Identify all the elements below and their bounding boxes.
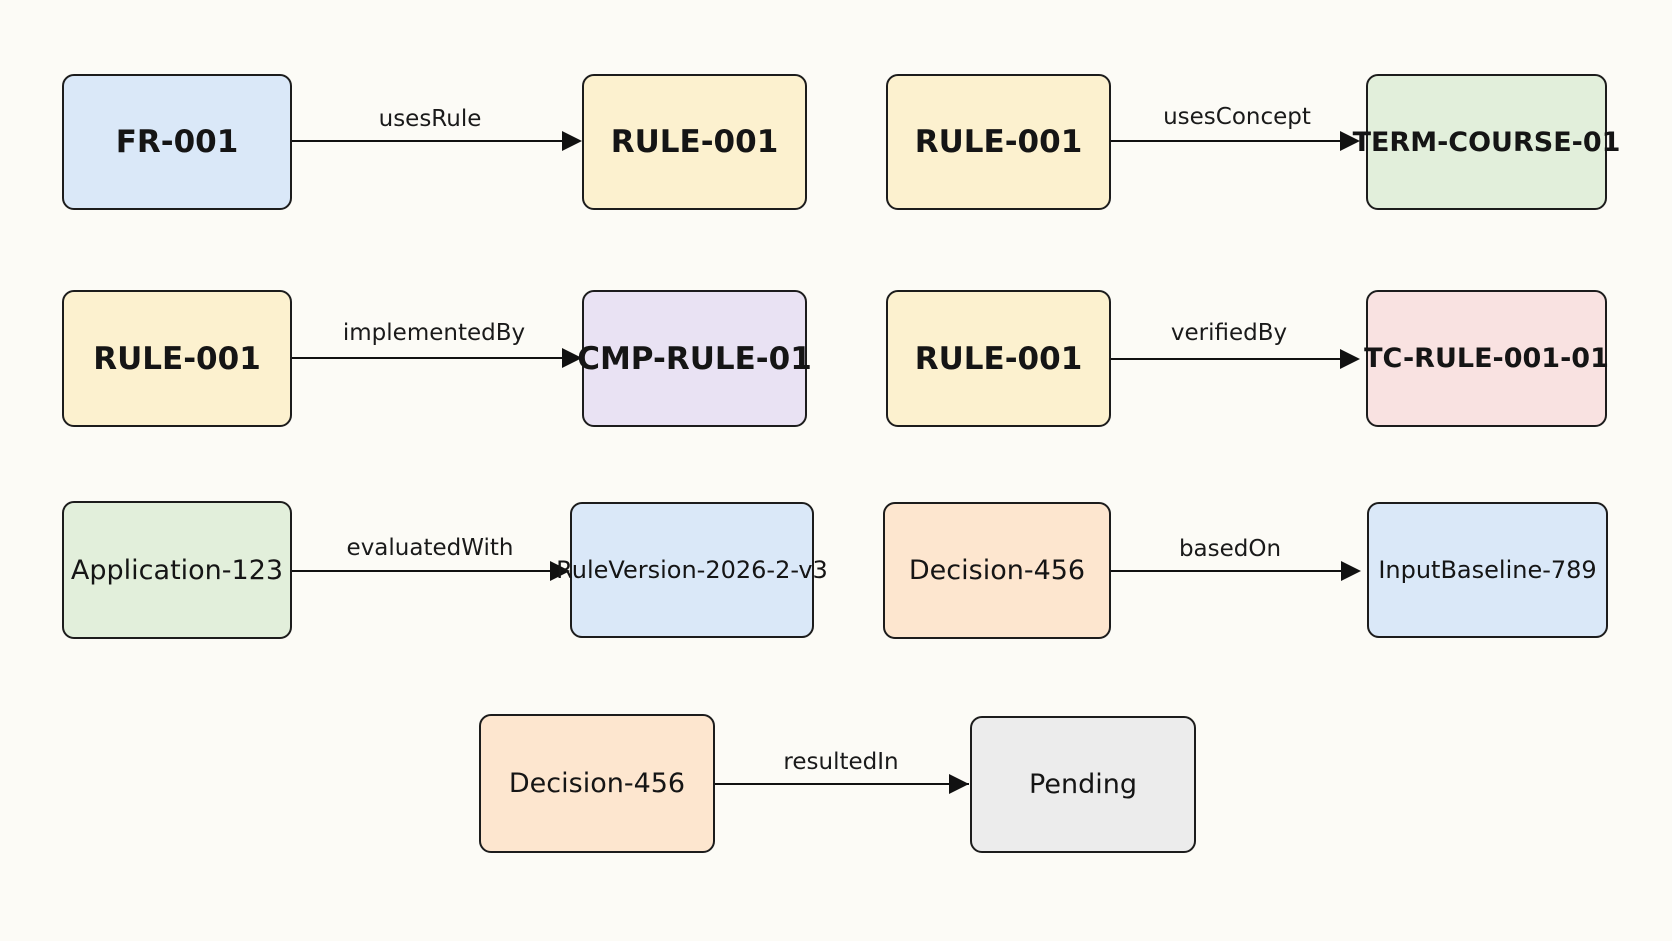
node-cmp-rule-01: CMP-RULE-01: [577, 290, 812, 427]
edge-line: [292, 357, 564, 359]
node-rule-001: RULE-001: [886, 74, 1111, 210]
edge-line: [1111, 140, 1342, 142]
node-fr-001: FR-001: [62, 74, 292, 210]
node-application-123: Application-123: [62, 501, 292, 639]
edge-label: evaluatedWith: [346, 535, 514, 561]
arrowhead: [562, 348, 582, 368]
edge-line: [1111, 570, 1343, 572]
edge-line: [1111, 358, 1342, 360]
edge-line: [292, 570, 552, 572]
node-rule-001: RULE-001: [886, 290, 1111, 427]
arrowhead: [562, 131, 582, 151]
node-rule-001: RULE-001: [582, 74, 807, 210]
node-tc-rule-001-01: TC-RULE-001-01: [1364, 290, 1609, 427]
arrowhead: [1340, 131, 1360, 151]
node-pending: Pending: [970, 716, 1196, 853]
edge-line: [715, 783, 969, 785]
node-inputbaseline-789: InputBaseline-789: [1367, 502, 1608, 638]
edge-label: basedOn: [1178, 536, 1282, 562]
edge-label: resultedIn: [783, 749, 899, 775]
arrowhead: [1340, 349, 1360, 369]
node-decision-456: Decision-456: [883, 502, 1111, 639]
edge-label: implementedBy: [342, 320, 526, 346]
edge-label: verifiedBy: [1170, 320, 1288, 346]
node-ruleversion-2026-2-v3: RuleVersion-2026-2-v3: [556, 502, 828, 638]
edge-label: usesRule: [378, 106, 482, 132]
arrowhead: [949, 774, 969, 794]
node-decision-456: Decision-456: [479, 714, 715, 853]
node-rule-001: RULE-001: [62, 290, 292, 427]
node-term-course-01: TERM-COURSE-01: [1353, 74, 1620, 210]
arrowhead: [550, 561, 570, 581]
edge-line: [292, 140, 564, 142]
edge-label: usesConcept: [1163, 104, 1311, 130]
arrowhead: [1341, 561, 1361, 581]
